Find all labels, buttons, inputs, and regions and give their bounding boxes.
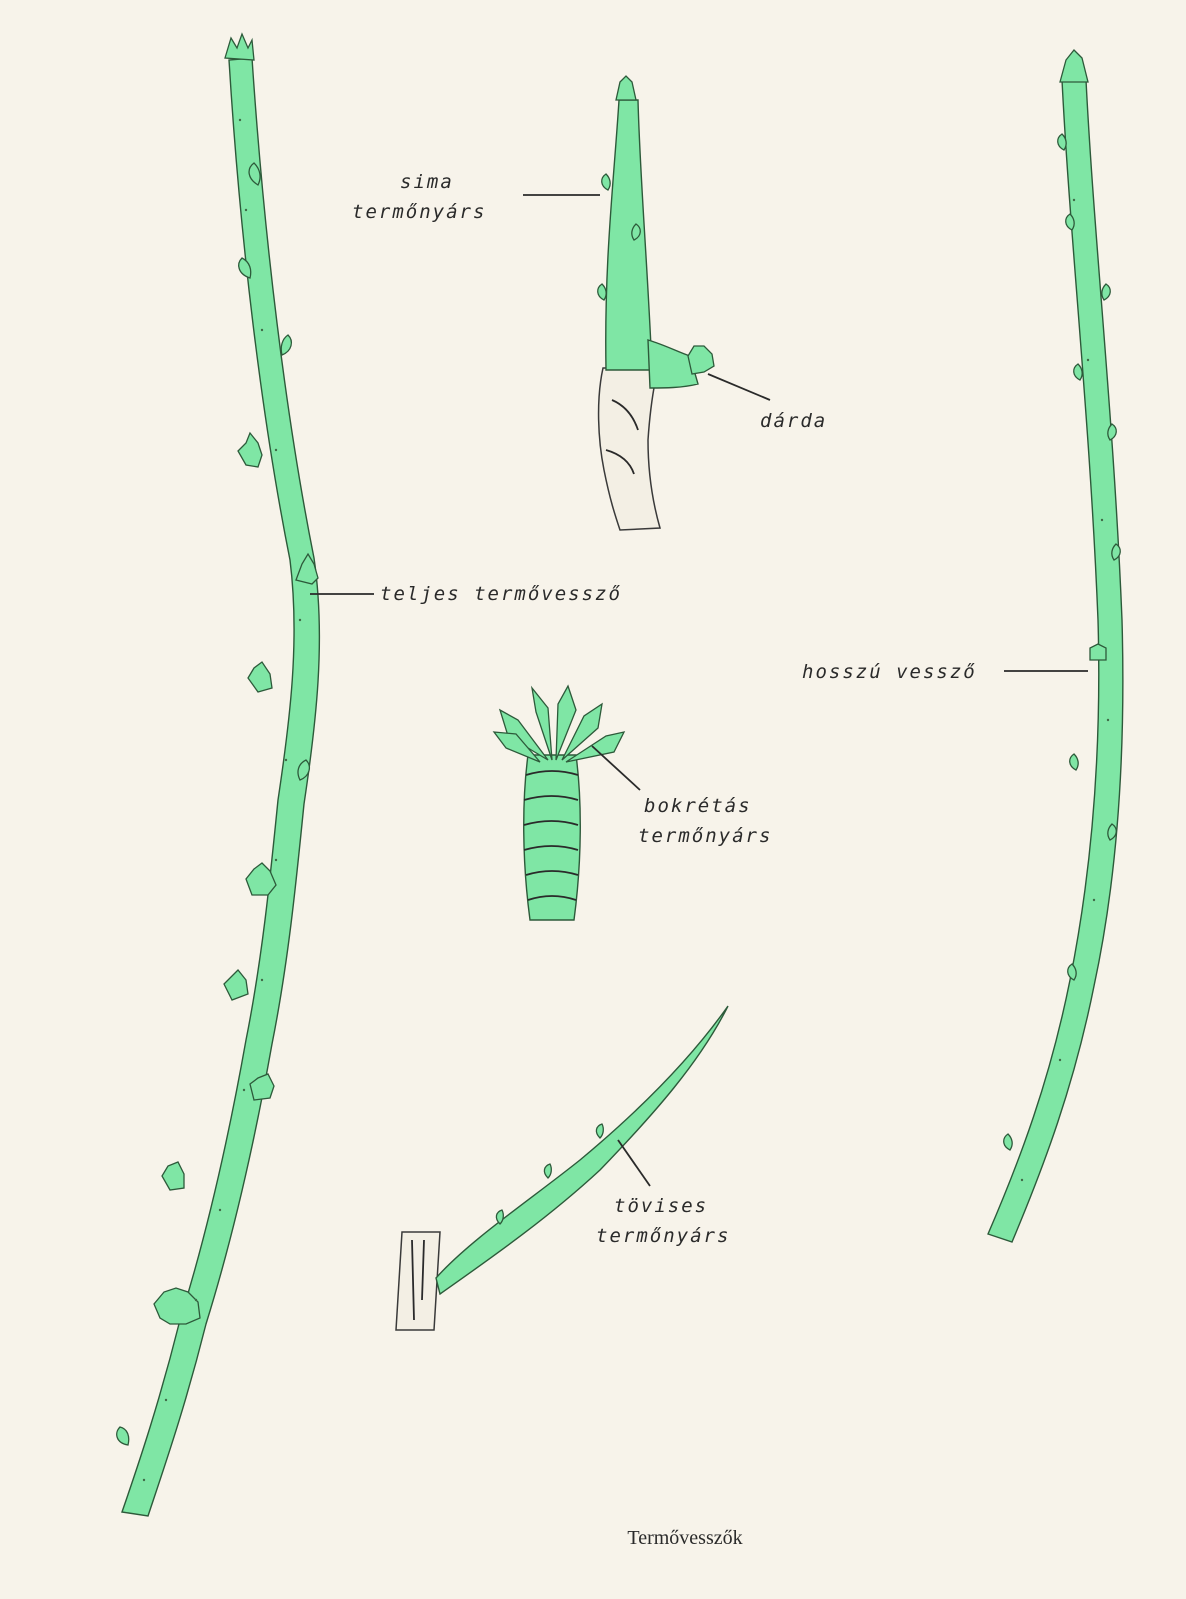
leader-darda — [708, 374, 770, 400]
leader-bokretas — [592, 746, 640, 790]
simple-spur-stem — [606, 100, 652, 370]
label-bokretas-line2: termőnyárs — [638, 825, 772, 847]
label-tovises-line1: tövises — [614, 1195, 708, 1217]
label-hosszu: hosszú vessző — [802, 661, 977, 683]
bouquet-leaves — [494, 686, 624, 762]
figure-caption: Termővesszők — [627, 1527, 742, 1549]
label-bokretas-line1: bokrétás — [644, 795, 752, 817]
label-sima-line1: sima — [400, 171, 454, 193]
bouquet-spur-drawing — [494, 686, 624, 920]
long-shoot-stem — [988, 80, 1123, 1242]
leader-tovises — [618, 1140, 650, 1186]
simple-spur-drawing — [598, 76, 714, 530]
full-fruiting-shoot-drawing — [117, 34, 320, 1516]
long-shoot-drawing — [988, 50, 1123, 1242]
thorny-spur-drawing — [396, 1006, 728, 1330]
label-darda: dárda — [760, 410, 827, 432]
full-fruiting-shoot-stem — [122, 58, 319, 1516]
leader-lines — [310, 195, 1088, 1186]
label-teljes: teljes termővessző — [380, 583, 622, 605]
thorny-spur-stem — [436, 1006, 728, 1294]
thorny-spur-old-wood — [396, 1232, 440, 1330]
label-tovises-line2: termőnyárs — [596, 1225, 730, 1247]
label-sima-line2: termőnyárs — [352, 201, 486, 223]
simple-spur-old-wood — [599, 368, 660, 530]
